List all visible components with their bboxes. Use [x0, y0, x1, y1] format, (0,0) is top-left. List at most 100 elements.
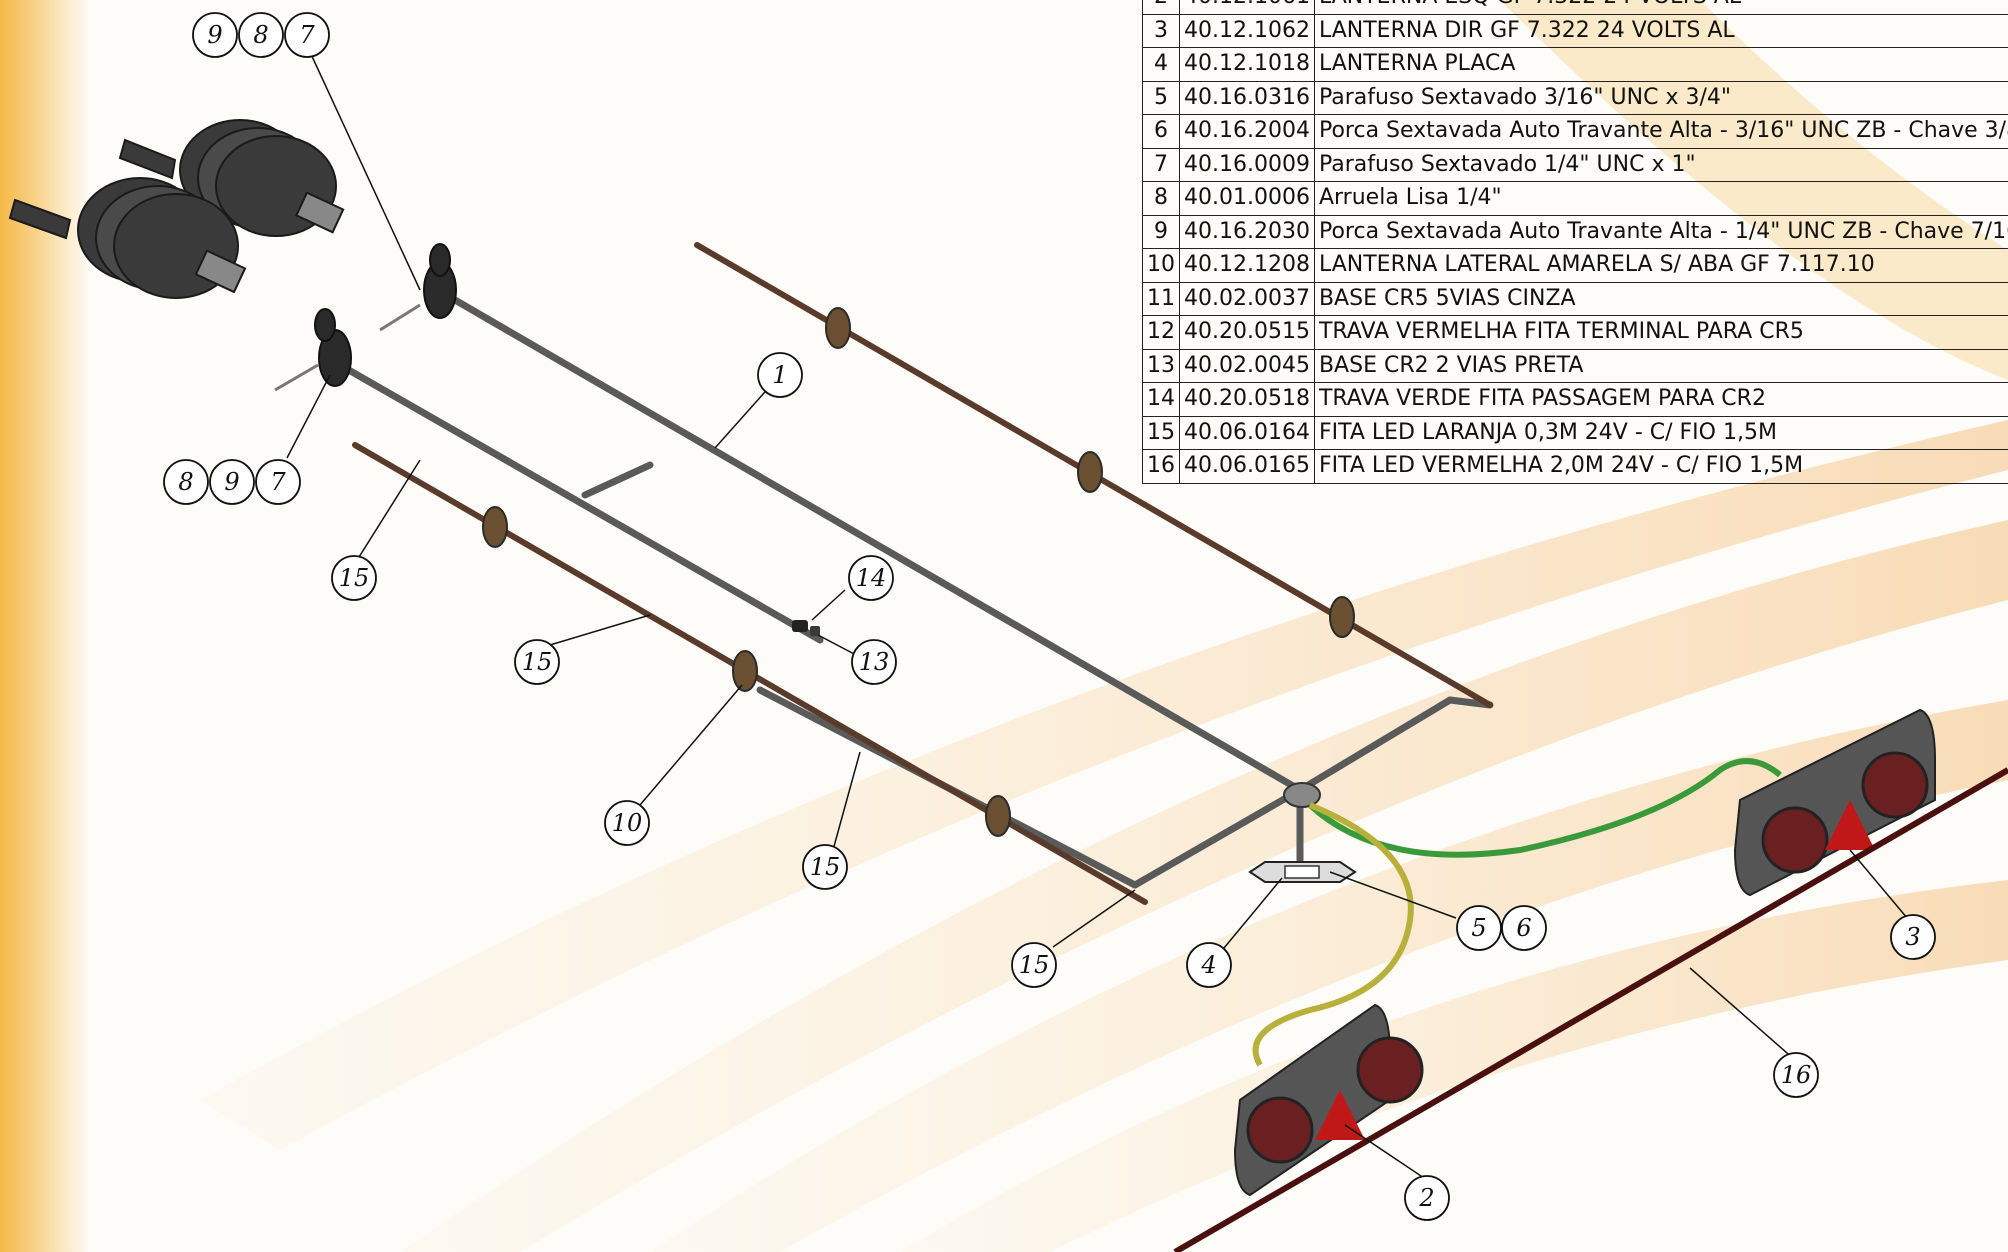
parts-item-cell: 14: [1142, 382, 1180, 417]
callout-9b-circle: [209, 459, 255, 505]
junction-box: [1283, 782, 1321, 808]
parts-code-cell: 40.16.0009: [1179, 147, 1315, 182]
callout-15a-circle: [331, 555, 377, 601]
callout-13: 13: [859, 648, 890, 676]
parts-description-cell: Arruela Lisa 1/4": [1313, 181, 2008, 216]
callout-9b: 9: [224, 468, 239, 496]
parts-item-cell: 16: [1142, 449, 1180, 484]
side-lamps: [482, 307, 1355, 837]
callout-8a: 8: [253, 21, 268, 49]
callout-6-circle: [1501, 905, 1547, 951]
callout-15c-circle: [802, 844, 848, 890]
parts-code-cell: 40.06.0165: [1179, 449, 1315, 484]
callout-1: 1: [772, 361, 787, 389]
callout-5-circle: [1456, 905, 1502, 951]
callout-16-circle: [1773, 1052, 1819, 1098]
callouts: [163, 12, 1936, 1221]
sockets: [314, 243, 457, 387]
callout-9a: 9: [207, 21, 222, 49]
parts-description-cell: FITA LED LARANJA 0,3M 24V - C/ FIO 1,5M: [1313, 415, 2008, 450]
bolts: [274, 303, 421, 392]
parts-code-cell: 40.12.1061: [1179, 0, 1315, 15]
parts-row: 240.12.1061LANTERNA ESQ GF 7.322 24 VOLT…: [1142, 0, 2008, 15]
yellow-wire: [1252, 802, 1414, 1067]
parts-item-cell: 15: [1142, 415, 1180, 450]
callout-7b-circle: [255, 459, 301, 505]
parts-description-cell: Porca Sextavada Auto Travante Alta - 1/4…: [1313, 214, 2008, 249]
parts-code-cell: 40.16.2030: [1179, 214, 1315, 249]
parts-item-cell: 3: [1142, 13, 1180, 48]
callout-3: 3: [1905, 923, 1920, 951]
parts-code-cell: 40.12.1018: [1179, 47, 1315, 82]
callout-5: 5: [1471, 914, 1486, 942]
callout-7b: 7: [270, 468, 286, 496]
parts-description-cell: TRAVA VERDE FITA PASSAGEM PARA CR2: [1313, 382, 2008, 417]
callout-9a-circle: [192, 12, 238, 58]
parts-description-cell: TRAVA VERMELHA FITA TERMINAL PARA CR5: [1313, 315, 2008, 350]
callout-15d-circle: [1011, 942, 1057, 988]
parts-description-cell: Parafuso Sextavado 1/4" UNC x 1": [1313, 147, 2008, 182]
parts-item-cell: 7: [1142, 147, 1180, 182]
parts-code-cell: 40.12.1208: [1179, 248, 1315, 283]
callout-10: 10: [612, 809, 643, 837]
parts-description-cell: BASE CR2 2 VIAS PRETA: [1313, 348, 2008, 383]
parts-code-cell: 40.02.0037: [1179, 281, 1315, 316]
callout-4: 4: [1200, 951, 1216, 979]
callout-3-circle: [1890, 914, 1936, 960]
parts-item-cell: 13: [1142, 348, 1180, 383]
callout-7a-circle: [284, 12, 330, 58]
parts-code-cell: 40.16.2004: [1179, 114, 1315, 149]
parts-code-cell: 40.20.0518: [1179, 382, 1315, 417]
parts-description-cell: Parafuso Sextavado 3/16" UNC x 3/4": [1313, 80, 2008, 115]
callout-8a-circle: [238, 12, 284, 58]
parts-item-cell: 12: [1142, 315, 1180, 350]
callout-4-circle: [1186, 942, 1232, 988]
rear-lamp-right: [1733, 708, 1936, 897]
callout-10-circle: [604, 800, 650, 846]
parts-description-cell: LANTERNA PLACA: [1313, 47, 2008, 82]
callout-15b-circle: [514, 639, 560, 685]
parts-description-cell: Porca Sextavada Auto Travante Alta - 3/1…: [1313, 114, 2008, 149]
parts-list-body: 240.12.1061LANTERNA ESQ GF 7.322 24 VOLT…: [1142, 0, 2008, 484]
parts-item-cell: 5: [1142, 80, 1180, 115]
callout-1-circle: [757, 352, 803, 398]
rear-lamp-left: [1233, 1003, 1424, 1197]
coiled-cables: [8, 119, 345, 299]
parts-description-cell: LANTERNA LATERAL AMARELA S/ ABA GF 7.117…: [1313, 248, 2008, 283]
led-strip-long: [1173, 767, 2008, 1252]
callout-8b: 8: [178, 468, 193, 496]
parts-item-cell: 8: [1142, 181, 1180, 216]
leader-lines: [286, 51, 1914, 1181]
callout-15d: 15: [1019, 951, 1050, 979]
parts-code-cell: 40.20.0515: [1179, 315, 1315, 350]
parts-description-cell: FITA LED VERMELHA 2,0M 24V - C/ FIO 1,5M: [1313, 449, 2008, 484]
callout-15b: 15: [522, 648, 553, 676]
green-wire: [1307, 758, 1782, 858]
callout-14-circle: [848, 555, 894, 601]
plate-lamp: [1248, 861, 1357, 883]
parts-description-cell: LANTERNA DIR GF 7.322 24 VOLTS AL: [1313, 13, 2008, 48]
callout-8b-circle: [163, 459, 209, 505]
parts-code-cell: 40.12.1062: [1179, 13, 1315, 48]
callout-6: 6: [1516, 914, 1531, 942]
callout-2: 2: [1418, 1184, 1434, 1212]
parts-list-table: 240.12.1061LANTERNA ESQ GF 7.322 24 VOLT…: [1142, 0, 2008, 484]
callout-14: 14: [856, 564, 887, 592]
connector-cr2: [792, 620, 820, 636]
parts-code-cell: 40.02.0045: [1179, 348, 1315, 383]
callout-7a: 7: [299, 21, 315, 49]
